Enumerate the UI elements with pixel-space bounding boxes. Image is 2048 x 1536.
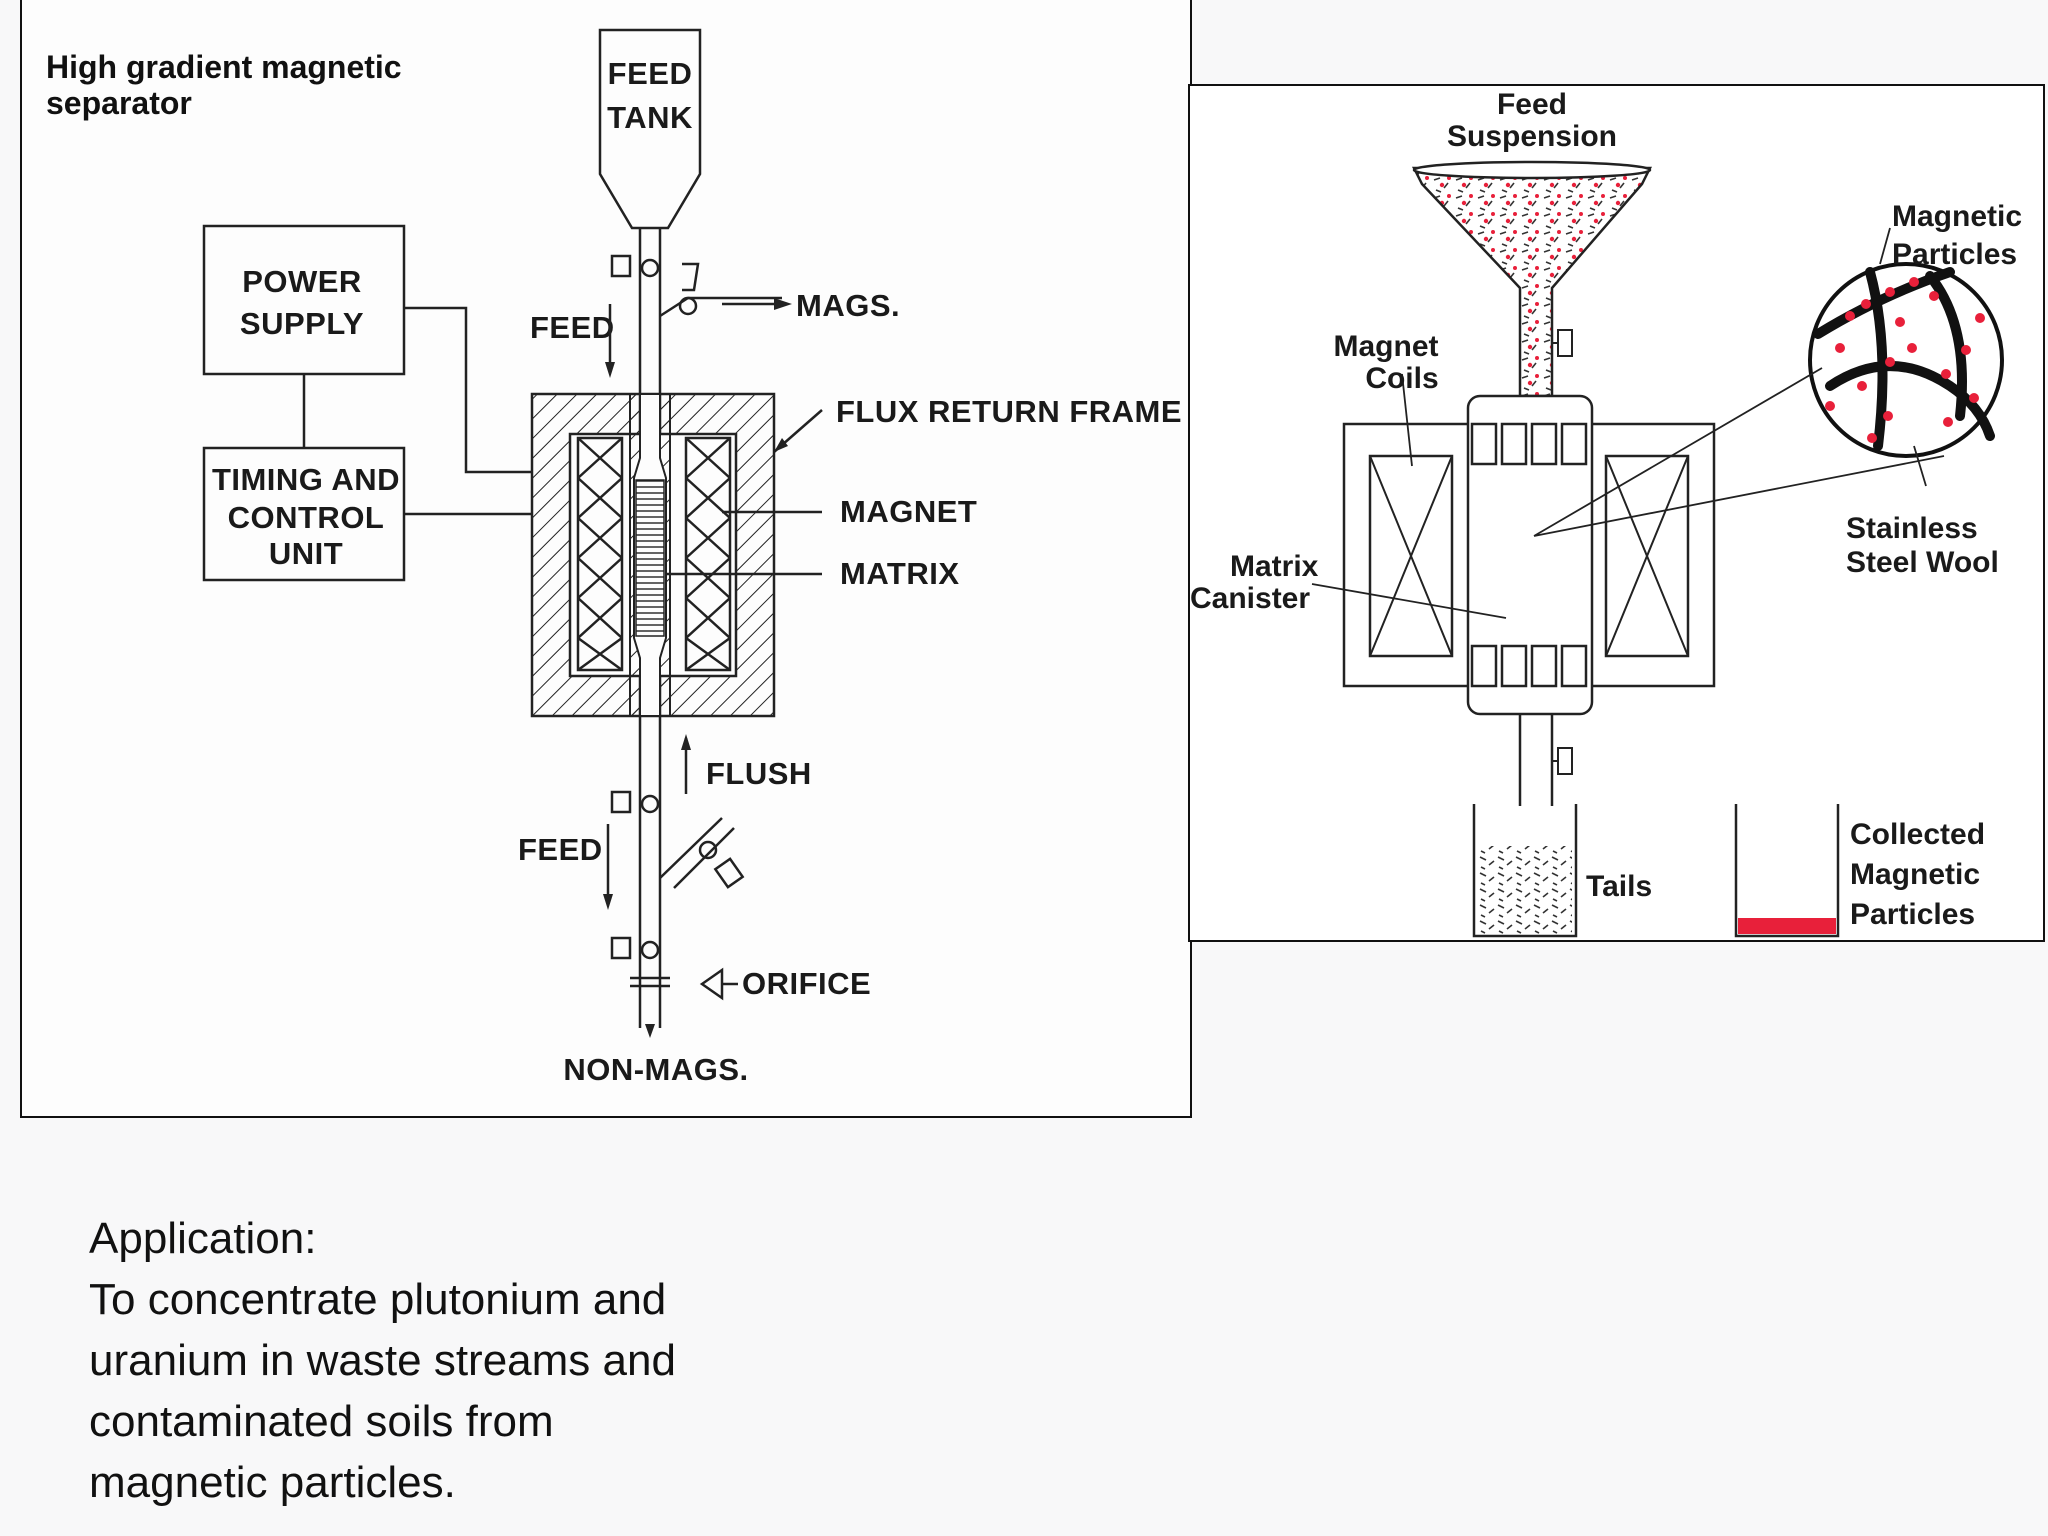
application-heading: Application: — [89, 1214, 317, 1263]
canister-bottom-cells — [1470, 644, 1588, 688]
magp-leader — [1879, 227, 1891, 265]
feed-arrow-bottom-icon — [603, 894, 613, 910]
diagram-title-line2: separator — [46, 85, 192, 121]
tails-contents — [1478, 846, 1572, 934]
application-line: magnetic particles. — [89, 1458, 456, 1507]
feed-tank — [598, 28, 702, 230]
matrix-canister-label-2: Canister — [1190, 582, 1310, 615]
separator-illustration-panel: Feed Suspension Tails — [1188, 84, 2045, 942]
diagram-title-line1: High gradient magnetic — [46, 49, 402, 85]
tails-beaker — [1472, 804, 1578, 938]
matrix-canister-label-1: Matrix — [1230, 550, 1319, 583]
outlet-valve-icon — [1557, 747, 1573, 775]
magnetic-particles-label-2: Particles — [1892, 238, 2017, 271]
mags-branch-pipe — [659, 296, 782, 318]
collected-particles-layer — [1738, 918, 1836, 934]
application-text: Application: To concentrate plutonium an… — [89, 1208, 789, 1513]
mags-valve-handle-icon — [682, 262, 700, 292]
magnet-coil-left — [576, 436, 624, 672]
flush-branch-handle-icon — [713, 857, 745, 889]
timing-label-2: CONTROL — [228, 500, 385, 535]
feed-tank-label-2: TANK — [607, 100, 693, 135]
application-line: uranium in waste streams and — [89, 1336, 676, 1385]
coil-right — [1604, 454, 1690, 658]
feed-valve-top — [640, 258, 660, 278]
orifice-label: ORIFICE — [742, 966, 871, 1001]
hgms-schematic: High gradient magnetic separator FEED TA… — [46, 28, 1182, 1087]
funnel-valve-icon — [1557, 329, 1573, 357]
flush-arrow-icon — [681, 734, 691, 750]
power-to-magnet-wire — [404, 306, 532, 474]
magnify-leaders — [1533, 367, 1945, 537]
feed-label-1: Feed — [1497, 88, 1567, 121]
feed-arrow-top-icon — [605, 362, 615, 378]
flush-valve-handle-icon — [610, 790, 632, 814]
coils-leader — [1401, 373, 1413, 467]
matrix-canister — [1466, 394, 1594, 716]
collected-beaker — [1734, 804, 1840, 938]
flux-return-frame-label: FLUX RETURN FRAME — [836, 394, 1182, 429]
magnetic-particles — [1825, 277, 1985, 443]
mags-label: MAGS. — [796, 288, 900, 323]
timing-label-1: TIMING AND — [212, 462, 400, 497]
flush-label: FLUSH — [706, 756, 812, 791]
steel-wool-fibers — [1813, 267, 1995, 451]
orifice-valve-handle-icon — [610, 936, 632, 960]
mags-arrow-icon — [774, 298, 792, 310]
power-supply-label-2: SUPPLY — [240, 306, 364, 341]
nonmags-arrow-icon — [645, 1024, 655, 1038]
feed-label-2: Suspension — [1447, 120, 1617, 153]
nonmags-label: NON-MAGS. — [563, 1052, 748, 1087]
feed-tank-label-1: FEED — [608, 56, 693, 91]
ssw-leader — [1913, 445, 1927, 487]
tails-label: Tails — [1586, 870, 1652, 903]
funnel-rim — [1412, 160, 1652, 180]
timing-label-3: UNIT — [269, 536, 343, 571]
feed-label-bottom: FEED — [518, 832, 603, 867]
matrix — [635, 479, 665, 637]
canister-top-cells — [1470, 422, 1588, 466]
flush-valve — [640, 794, 660, 814]
flux-arrow-icon — [774, 438, 788, 452]
magnet-coil-right — [684, 436, 732, 672]
separator-illustration: Feed Suspension Tails — [1190, 88, 2022, 938]
valve-handle-icon — [610, 254, 632, 278]
magnet-label: MAGNET — [840, 494, 977, 529]
flush-branch-pipe — [659, 817, 735, 889]
application-line: contaminated soils from — [89, 1397, 554, 1446]
magnet-coils-label-1: Magnet — [1334, 330, 1439, 363]
feed-funnel — [1411, 166, 1653, 398]
matrix-label: MATRIX — [840, 556, 960, 591]
hgms-schematic-panel: High gradient magnetic separator FEED TA… — [20, 0, 1192, 1118]
coil-left — [1368, 454, 1454, 658]
mags-valve — [678, 296, 698, 316]
magnetic-particles-label-1: Magnetic — [1892, 200, 2022, 233]
collected-label-2: Magnetic — [1850, 858, 1980, 891]
magnet-coils-label-2: Coils — [1365, 362, 1438, 395]
application-line: To concentrate plutonium and — [89, 1275, 667, 1324]
collected-label-3: Particles — [1850, 898, 1975, 931]
stainless-label-1: Stainless — [1846, 512, 1978, 545]
power-supply-box — [202, 224, 406, 376]
power-supply-label-1: POWER — [242, 264, 362, 299]
flush-branch-valve — [698, 840, 718, 860]
canister-leader — [1311, 583, 1507, 619]
orifice-valve — [640, 940, 660, 960]
feed-label-top: FEED — [530, 310, 615, 345]
stainless-label-2: Steel Wool — [1846, 546, 1999, 579]
collected-label-1: Collected — [1850, 818, 1985, 851]
orifice-arrow-icon — [699, 967, 724, 1001]
outlet-pipe — [1518, 714, 1554, 806]
